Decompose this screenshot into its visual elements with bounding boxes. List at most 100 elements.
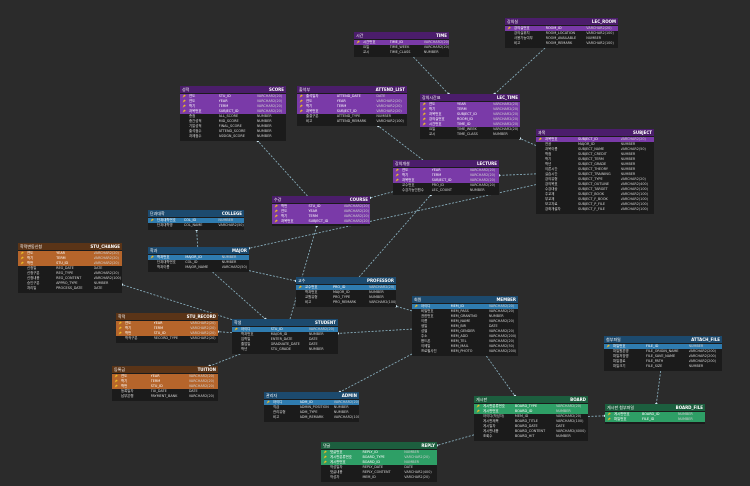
column-type: VARCHAR2(100) <box>620 207 648 211</box>
table-korean-name: 교수 <box>298 278 306 283</box>
column-type: VARCHAR2(20) <box>555 414 582 418</box>
column-korean: 직급 <box>273 405 280 409</box>
column-name: REPLY_DATE <box>362 465 384 469</box>
column-korean: 파일경로 <box>613 359 626 363</box>
column-type: VARCHAR2(20) <box>620 177 646 181</box>
column-name: ATTEND_SCORE <box>218 129 246 133</box>
column-name: ADM_REMARK <box>299 415 324 419</box>
key-icon: 🔑 <box>118 327 123 330</box>
column-name: SUBJECT_ID <box>308 219 329 223</box>
column-type: DATE <box>555 424 565 428</box>
column-type: VARCHAR2(50) <box>620 147 646 151</box>
column-name: TERM <box>431 173 442 177</box>
column-type: NUMBER <box>469 188 485 192</box>
column-korean: 게시판내용 <box>483 429 499 433</box>
column-korean: 학기 <box>27 256 34 260</box>
column-name: ROOM_ID <box>457 117 473 121</box>
key-icon: 🔑 <box>114 385 119 388</box>
column-type: VARCHAR2(400) <box>620 182 648 186</box>
column-korean: 이메일 <box>421 344 431 348</box>
column-korean: 이름 <box>421 319 428 323</box>
column-type: VARCHAR2(20) <box>343 204 370 208</box>
column-name: TERM <box>150 379 161 383</box>
column-type: VARCHAR2(200) <box>488 334 517 338</box>
column-korean: 댓글번호 <box>330 450 343 454</box>
column-korean: 교수번호 <box>305 285 318 289</box>
column-korean: 과목번호 <box>429 112 442 116</box>
column-type: VARCHAR2(100) <box>369 300 396 304</box>
column-name: PROCESS_DATE <box>56 286 83 290</box>
column-type: VARCHAR2(20) <box>620 137 646 141</box>
table-name: SCORE <box>268 87 284 92</box>
column-name: MEM_PHOTO <box>450 349 473 353</box>
column-name: FILE_ID <box>646 344 659 348</box>
column-korean: 교시 <box>363 50 370 54</box>
column-type: VARCHAR2(20) <box>488 329 515 333</box>
key-icon: 🔑 <box>182 100 187 103</box>
column-type: VARCHAR2(20) <box>404 475 430 479</box>
column-name: BOARD_TITLE <box>514 419 538 423</box>
column-korean: 교수번호 <box>402 183 415 187</box>
table-name: MAJOR <box>231 248 247 253</box>
column-name: YEAR <box>150 374 160 378</box>
column-name: MAJOR_ID <box>185 255 202 259</box>
key-icon: 🔑 <box>20 262 25 265</box>
column-type: NUMBER <box>678 412 693 416</box>
column-type: VARCHAR2(20) <box>256 99 283 103</box>
column-name: SUBJECT_GRADE <box>578 162 607 166</box>
column-name: ADM_TYPE <box>299 410 318 414</box>
column-type: VARCHAR2(20) <box>488 339 515 343</box>
column-name: REG_DATE <box>56 266 74 270</box>
column-korean: 학번 <box>281 204 288 208</box>
column-type: NUMBER <box>221 260 237 264</box>
column-korean: 실습시간 <box>545 172 558 176</box>
column-name: PRO_ID <box>431 183 445 187</box>
column-type: NUMBER <box>555 409 571 413</box>
table-korean-name: 수강 <box>274 197 282 202</box>
column-type: NUMBER <box>333 405 349 409</box>
table-korean-name: 게시판 첨부파일 <box>607 405 635 410</box>
column-name: TUI_DATE <box>150 389 167 393</box>
column-type: VARCHAR2(20) <box>376 99 402 103</box>
column-name: FILE_ID <box>642 417 655 421</box>
column-korean: 강의실번호 <box>429 117 445 121</box>
